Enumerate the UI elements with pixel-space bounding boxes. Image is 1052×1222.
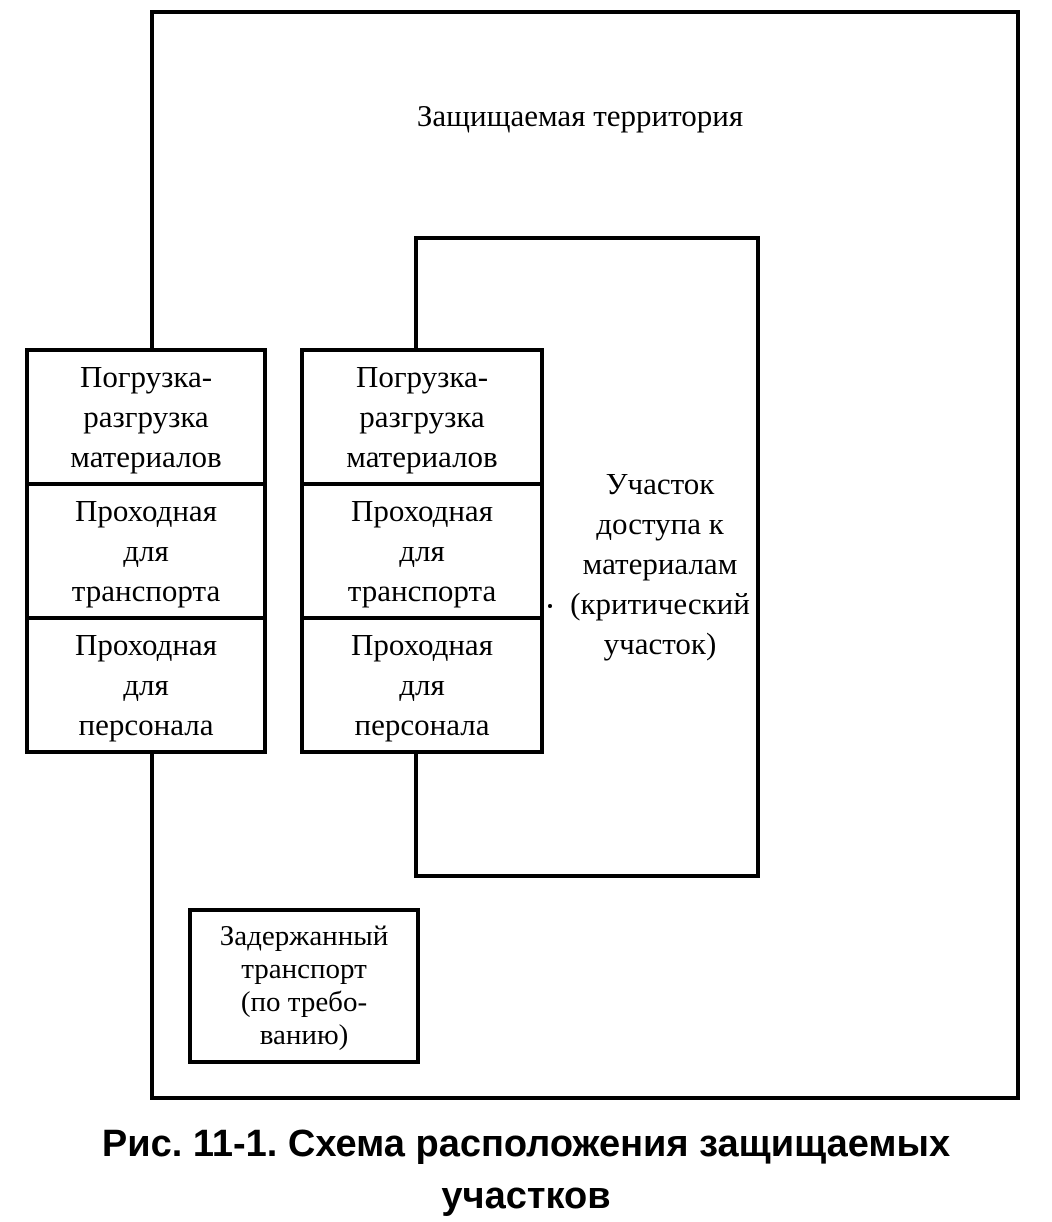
inner-checkpoint-stack: Погрузка- разгрузка материалов Проходная… (300, 348, 544, 754)
held-transport-label: Задержанный транспорт (по требо- ванию) (219, 920, 389, 1051)
inner-personnel-gate-cell: Проходная для персонала (304, 616, 540, 750)
critical-area-label: Участок доступа к материалам (критически… (570, 466, 750, 661)
outer-checkpoint-stack: Погрузка- разгрузка материалов Проходная… (25, 348, 267, 754)
held-transport-box: Задержанный транспорт (по требо- ванию) (188, 908, 420, 1064)
stray-dot (548, 604, 552, 608)
figure-caption: Рис. 11-1. Схема расположения защищаемых… (101, 1123, 951, 1217)
territory-label: Защищаемая территория (416, 98, 744, 133)
outer-vehicle-gate-cell: Проходная для транспорта (29, 482, 263, 616)
outer-loading-unloading-cell: Погрузка- разгрузка материалов (70, 359, 222, 474)
outer-personnel-gate-cell: Проходная для персонала (29, 616, 263, 750)
inner-loading-unloading-cell: Погрузка- разгрузка материалов (346, 359, 498, 474)
inner-vehicle-gate-cell: Проходная для транспорта (304, 482, 540, 616)
